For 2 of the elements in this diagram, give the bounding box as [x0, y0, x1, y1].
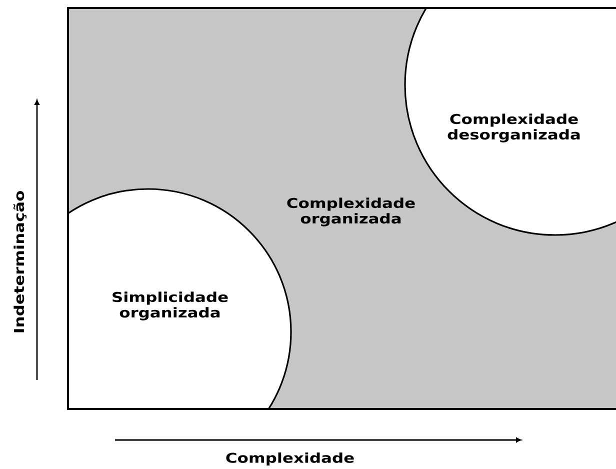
- axis-label: Indeterminação: [13, 190, 27, 332]
- axis-label: Complexidade: [226, 452, 354, 466]
